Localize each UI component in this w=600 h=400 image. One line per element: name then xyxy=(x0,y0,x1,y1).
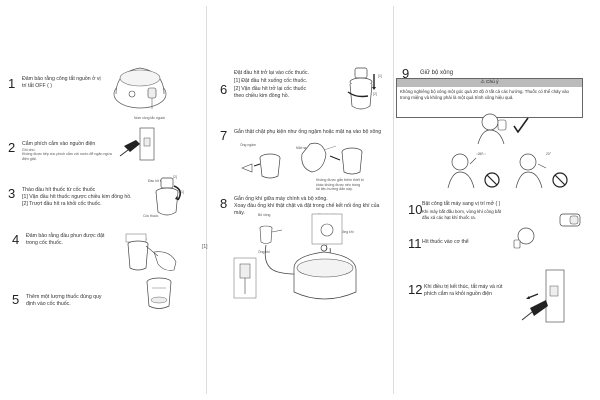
mask-illustration xyxy=(301,142,363,175)
step-text: Khi điều trị kết thúc, tắt máy và rút ph… xyxy=(424,284,503,297)
step-text: Đảm bảo rằng đầu phun được đặt trong cốc… xyxy=(26,233,105,246)
step-number: 9 xyxy=(402,66,410,81)
inhale-illustration xyxy=(513,227,535,249)
step-number: 7 xyxy=(220,128,228,143)
power-switch-illustration xyxy=(559,213,581,227)
mask-label: Mặt nạ xyxy=(296,146,307,150)
inhaler-cup-illustration xyxy=(155,177,182,216)
step-text: Hít thuốc vào cơ thể xyxy=(422,239,469,245)
air-tube-label: Ống khí xyxy=(258,250,270,254)
step-sub-1: [1] Đặt đầu hít xuống cốc thuốc. xyxy=(234,78,308,84)
medicine-cup-label: Cốc thuốc xyxy=(143,214,159,218)
side-mark: [1] xyxy=(202,244,208,250)
reattach-inhaler-illustration xyxy=(347,67,376,110)
step-text: Gắn ống khí giữa máy chính và bộ xông. xyxy=(234,196,328,202)
mouthpiece-illustration xyxy=(241,153,281,179)
mouthpiece-label: Ống ngậm xyxy=(240,143,256,147)
connection-diagram xyxy=(233,213,357,300)
step-text: Đặt đầu hít trở lại vào cốc thuốc. xyxy=(234,70,309,76)
step-number: 6 xyxy=(220,82,228,97)
column-divider xyxy=(393,6,394,394)
step-number: 3 xyxy=(8,186,16,201)
warning-icon: ⚠ xyxy=(480,80,487,85)
step-sub: Khi máy bắt đầu bơm, vòng khí công bắt đ… xyxy=(422,209,502,220)
mark-2: [2] xyxy=(173,175,177,179)
nebulizer-kit-label: Bộ xông xyxy=(258,213,271,217)
step-sub-2: [2] Trượt đầu hít ra khỏi cốc thuốc. xyxy=(22,201,102,207)
air-port-label: Cổng khí xyxy=(340,230,354,234)
accessory-note: Không được gắn thêm thiết bị khác không … xyxy=(316,178,364,192)
incorrect-tilt-right-illustration xyxy=(515,153,568,189)
switch-label: Núm công tắc nguồn xyxy=(134,116,166,120)
plug-in-illustration xyxy=(119,127,155,161)
step-sub: Xoay đầu ống khí thật chặt và đặt trong … xyxy=(234,203,380,216)
step-number: 8 xyxy=(220,196,228,211)
step-text: Đảm bảo rằng công tắt nguồn ở vị trí tắt… xyxy=(22,76,101,89)
mark-2: [2] xyxy=(373,92,377,96)
step-text: Bật công tắt máy sang vị trí mở ( ) xyxy=(422,201,501,207)
unplug-illustration xyxy=(521,269,565,323)
step-text: Cắm phích cắm vào nguồn điện xyxy=(22,141,96,147)
angle-label: 20° xyxy=(478,152,484,156)
step-number: 10 xyxy=(408,202,423,217)
step-number: 2 xyxy=(8,140,16,155)
mark-1: [1] xyxy=(180,190,184,194)
step-text: Giữ bộ xông xyxy=(420,70,454,76)
step-sub-2: [2] Vặn đầu hít trở lại cốc thuốc theo c… xyxy=(234,86,307,99)
step-text: Thêm một lượng thuốc đúng quy định vào c… xyxy=(26,294,102,307)
incorrect-tilt-left-illustration xyxy=(447,153,500,189)
mark-1: [1] xyxy=(378,74,382,78)
angle-label-2: 20° xyxy=(546,152,552,156)
add-medicine-illustration xyxy=(146,277,172,309)
step-text: Gắn thật chặt phụ kiện như ống ngậm hoặc… xyxy=(234,129,382,135)
caution-title: ⚠ Chú ý xyxy=(397,79,582,87)
step-number: 12 xyxy=(408,282,423,297)
caution-title-text: Chú ý xyxy=(486,80,499,85)
caution-body: Không nghiêng bộ xông một góc quá 20 độ … xyxy=(400,89,569,100)
nebulizer-machine-illustration xyxy=(113,67,167,109)
nozzle-cup-illustration xyxy=(125,233,177,271)
step-number: 4 xyxy=(12,232,20,247)
note-title: Ghi chú: xyxy=(22,148,36,152)
inhaler-head-label: Đầu hít thuốc xyxy=(148,179,169,183)
step-text: Tháo đầu hít thuốc từ cốc thuốc xyxy=(22,187,96,193)
step-number: 11 xyxy=(408,236,422,251)
note-text: Không được tiếp xúc phích cắm với nước đ… xyxy=(22,152,112,161)
step-number: 5 xyxy=(12,292,20,307)
column-divider xyxy=(206,6,207,394)
step-number: 1 xyxy=(8,76,16,91)
step-sub-1: [1] Vặn đầu hít thuốc ngược chiều kim đồ… xyxy=(22,194,132,200)
correct-posture-illustration xyxy=(477,113,529,145)
